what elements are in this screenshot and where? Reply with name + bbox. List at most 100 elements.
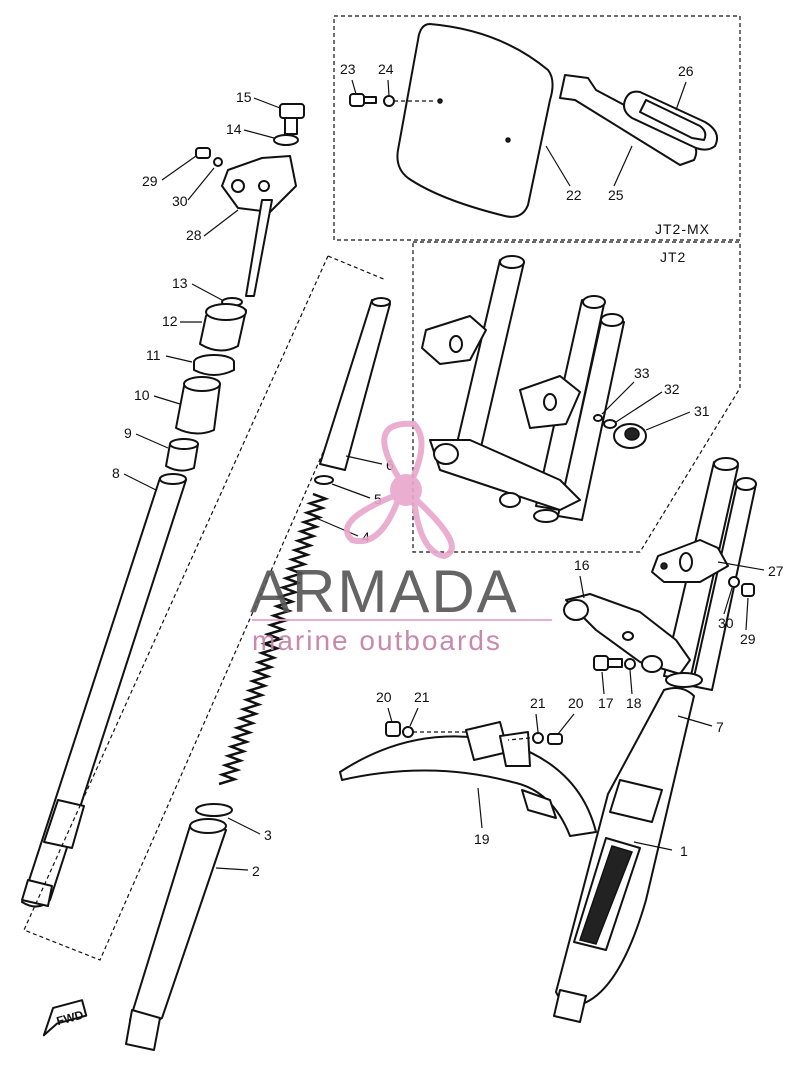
callout-12: 12 [162, 313, 178, 329]
washer-24 [383, 95, 395, 107]
bolt-23 [349, 93, 365, 107]
callout-21: 21 [414, 689, 430, 705]
leader-line-9 [135, 433, 169, 449]
brand-name: ARMADA [250, 558, 519, 625]
callout-22: 22 [566, 187, 582, 203]
leader-line-15 [253, 97, 281, 109]
callout-27: 27 [768, 563, 784, 579]
front-fender [339, 735, 597, 837]
callout-20: 20 [376, 689, 392, 705]
fork-spring [218, 492, 330, 786]
jt2-lower-bracket [429, 439, 581, 511]
callout-31: 31 [694, 403, 710, 419]
callout-25: 25 [608, 187, 624, 203]
callout-26: 26 [678, 63, 694, 79]
bolt-20-right [547, 733, 563, 745]
leader-line-17 [601, 671, 605, 695]
callout-13: 13 [172, 275, 188, 291]
leader-line-27 [717, 561, 765, 571]
leader-line-33 [601, 381, 635, 415]
bolt-29-left [195, 147, 211, 159]
leader-line-2 [215, 867, 249, 871]
bolt-20-left [385, 721, 401, 737]
leader-line-28 [203, 209, 239, 237]
jt2-label: JT2 [660, 249, 686, 265]
callout-32: 32 [664, 381, 680, 397]
number-plate [396, 23, 554, 218]
forward-arrow: FWD [42, 999, 88, 1037]
callout-29b: 29 [740, 631, 756, 647]
callout-2: 2 [252, 863, 260, 879]
callout-24: 24 [378, 61, 394, 77]
callout-11: 11 [146, 347, 161, 363]
leader-line-21 [409, 707, 419, 727]
callout-4: 4 [362, 529, 370, 545]
svg-text:FWD: FWD [55, 1008, 85, 1029]
leader-line-6 [345, 455, 383, 465]
callout-28: 28 [186, 227, 202, 243]
rubber-band [623, 90, 718, 151]
washer-33 [593, 414, 603, 422]
bolt-29-right [741, 583, 755, 597]
bolt-15 [279, 103, 305, 119]
washer-14 [273, 134, 299, 146]
leader-line-10 [153, 395, 181, 405]
callout-7: 7 [716, 719, 724, 735]
leader-line-20 [387, 707, 393, 723]
callout-21b: 21 [530, 695, 546, 711]
leader-line-4 [315, 517, 359, 537]
callout-33: 33 [634, 365, 650, 381]
callout-20b: 20 [568, 695, 584, 711]
callout-30b: 30 [718, 615, 734, 631]
callout-8: 8 [112, 465, 120, 481]
callout-9: 9 [124, 425, 132, 441]
callout-14: 14 [226, 121, 242, 137]
callout-23: 23 [340, 61, 356, 77]
callout-16: 16 [574, 557, 590, 573]
leader-line-23 [351, 79, 357, 95]
ring-5 [314, 475, 334, 485]
washer-21-left [402, 726, 414, 738]
leader-line-7 [677, 715, 713, 727]
leader-line-20b [557, 713, 575, 735]
leader-line-5 [331, 483, 371, 499]
callout-30: 30 [172, 193, 188, 209]
leader-line-31 [645, 411, 691, 431]
leader-line-19 [477, 787, 483, 829]
leader-line-26 [675, 81, 687, 111]
callout-17: 17 [598, 695, 614, 711]
washer-30-left [213, 157, 223, 167]
leader-line-25 [613, 145, 633, 187]
leader-line-30b [723, 587, 733, 615]
jt2-mx-label: JT2-MX [655, 221, 710, 237]
callout-10: 10 [134, 387, 150, 403]
callout-18: 18 [626, 695, 642, 711]
leader-line-29 [161, 155, 197, 181]
washer-30-right [728, 576, 740, 588]
leader-line-14 [243, 129, 275, 139]
bolt-17 [593, 655, 609, 671]
leader-line-16 [579, 575, 585, 599]
callout-15: 15 [236, 89, 252, 105]
callout-19: 19 [474, 831, 490, 847]
washer-32 [603, 419, 617, 429]
leader-line-32 [615, 391, 663, 423]
leader-line-18 [629, 669, 633, 695]
callout-1: 1 [680, 843, 688, 859]
leader-line-13 [191, 283, 223, 301]
armada-watermark: ARMADA marine outboards [250, 420, 552, 656]
leader-line-1 [633, 841, 673, 851]
leader-line-22 [545, 145, 571, 187]
leader-line-30 [187, 167, 215, 201]
callout-29: 29 [142, 173, 158, 189]
leader-line-29b [745, 597, 749, 631]
jt2-mx-group-box [333, 15, 741, 241]
lower-tube [129, 821, 227, 1026]
inner-tube [319, 299, 391, 471]
jt2-group-box [412, 241, 741, 553]
callout-3: 3 [264, 827, 272, 843]
brand-tagline: marine outboards [252, 625, 502, 656]
leader-line-21b [535, 713, 539, 733]
leader-line-3 [227, 817, 261, 835]
